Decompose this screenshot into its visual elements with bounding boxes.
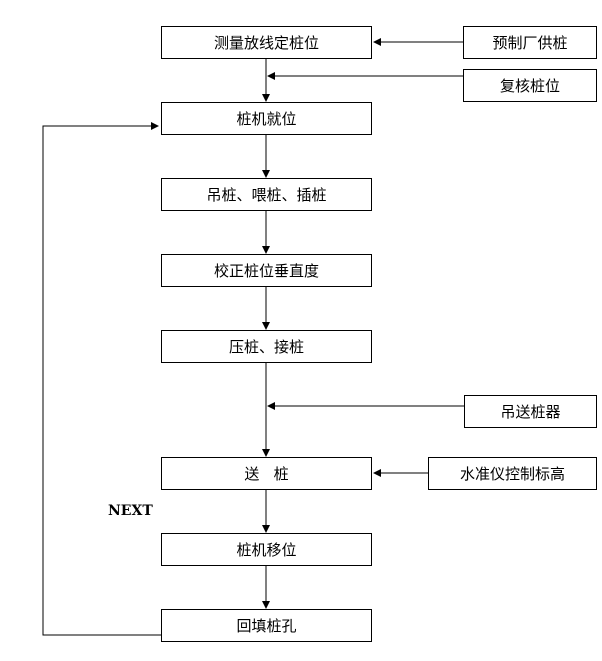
loop-label: NEXT: [108, 503, 153, 519]
step-press-join-pile: 压桩、接桩: [161, 330, 372, 363]
step-correct-verticality: 校正桩位垂直度: [161, 254, 372, 287]
step-pile-driver-in-place: 桩机就位: [161, 102, 372, 135]
loop-back-arrow: [42, 122, 161, 636]
step-lift-feed-insert-pile: 吊桩、喂桩、插桩: [161, 178, 372, 211]
input-pile-follower: 吊送桩器: [464, 395, 597, 428]
step-send-pile: 送 桩: [161, 457, 372, 490]
step-measure-stake-position: 测量放线定桩位: [161, 26, 372, 59]
step-backfill-pile-hole: 回填桩孔: [161, 609, 372, 642]
step-move-pile-driver: 桩机移位: [161, 533, 372, 566]
input-level-control-elevation: 水准仪控制标高: [428, 457, 597, 490]
input-factory-supplied-piles: 预制厂供桩: [463, 26, 597, 59]
input-recheck-pile-position: 复核桩位: [463, 69, 597, 102]
